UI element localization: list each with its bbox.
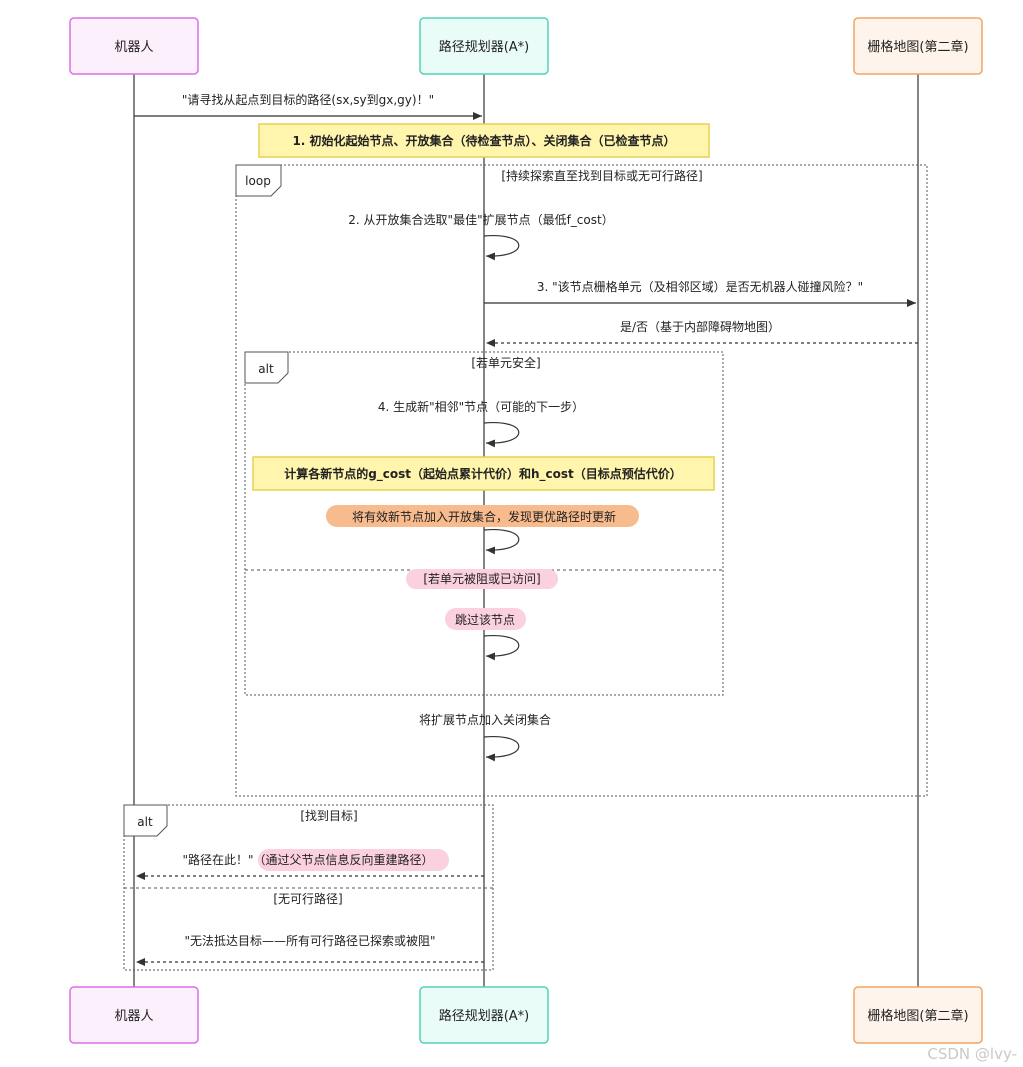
message-collision-result: 是/否（基于内部障碍物地图）	[620, 319, 780, 334]
message-generate-neighbors: 4. 生成新"相邻"节点（可能的下一步）	[378, 399, 584, 414]
actor-robot-top: 机器人	[69, 17, 199, 75]
message-no-path: "无法抵达目标——所有可行路径已探索或被阻"	[184, 933, 435, 948]
message-request-path: "请寻找从起点到目标的路径(sx,sy到gx,gy)！"	[182, 92, 434, 107]
actor-planner-top: 路径规划器(A*)	[419, 17, 549, 75]
actor-grid-label: 栅格地图(第二章)	[867, 1008, 968, 1024]
alt-goal-found-condition: [找到目标]	[300, 809, 357, 823]
alt-cell-safe-condition: [若单元安全]	[471, 355, 540, 370]
alt-cell-safe-keyword: alt	[258, 362, 274, 376]
actor-planner-bottom: 路径规划器(A*)	[419, 986, 549, 1044]
arrow-skip-node	[483, 635, 520, 661]
message-select-best-node: 2. 从开放集合选取"最佳"扩展节点（最低f_cost）	[348, 212, 613, 227]
message-path-found: "路径在此！"（通过父节点信息反向重建路径）	[182, 852, 433, 867]
actor-robot-label: 机器人	[114, 40, 153, 55]
highlight-path-here	[258, 849, 449, 871]
highlight-cell-blocked	[406, 569, 558, 589]
actor-robot-bottom: 机器人	[69, 986, 199, 1044]
alt-goal-found-fragment: alt [找到目标] [无可行路径]	[123, 804, 494, 971]
arrow-generate-neighbors	[483, 422, 520, 448]
loop-fragment: loop [持续探索直至找到目标或无可行路径]	[235, 164, 928, 797]
message-add-closed-set: 将扩展节点加入关闭集合	[419, 712, 551, 727]
message-add-open-set: 将有效新节点加入开放集合，发现更优路径时更新	[352, 509, 616, 524]
arrow-add-open-set	[483, 529, 520, 555]
note-initialize: 1. 初始化起始节点、开放集合（待检查节点）、关闭集合（已检查节点）	[258, 123, 710, 158]
actor-robot-label: 机器人	[114, 1009, 153, 1024]
actor-grid-bottom: 栅格地图(第二章)	[853, 986, 983, 1044]
alt-cell-blocked-condition: [若单元被阻或已访问]	[423, 572, 540, 586]
loop-condition: [持续探索直至找到目标或无可行路径]	[501, 168, 702, 183]
actor-grid-label: 栅格地图(第二章)	[867, 39, 968, 55]
highlight-skip-node	[445, 608, 526, 630]
actor-grid-top: 栅格地图(第二章)	[853, 17, 983, 75]
highlight-add-open-set	[326, 505, 639, 527]
note-calculate-costs: 计算各新节点的g_cost（起始点累计代价）和h_cost（目标点预估代价）	[252, 456, 715, 491]
note-initialize-text: 1. 初始化起始节点、开放集合（待检查节点）、关闭集合（已检查节点）	[292, 133, 675, 148]
arrow-select-best-node	[483, 235, 520, 261]
watermark: CSDN @lvy-	[927, 1045, 1017, 1063]
actor-planner-label: 路径规划器(A*)	[439, 1008, 530, 1024]
actor-planner-label: 路径规划器(A*)	[439, 39, 530, 55]
loop-keyword: loop	[245, 174, 271, 188]
alt-goal-found-keyword: alt	[137, 815, 153, 829]
message-skip-node: 跳过该节点	[455, 613, 515, 627]
message-collision-check: 3. "该节点栅格单元（及相邻区域）是否无机器人碰撞风险？"	[537, 279, 863, 294]
note-calculate-costs-text: 计算各新节点的g_cost（起始点累计代价）和h_cost（目标点预估代价）	[284, 466, 682, 482]
arrow-add-closed-set	[483, 736, 520, 762]
alt-cell-safe-fragment: alt [若单元安全]	[244, 351, 724, 696]
alt-no-path-condition: [无可行路径]	[273, 891, 342, 906]
